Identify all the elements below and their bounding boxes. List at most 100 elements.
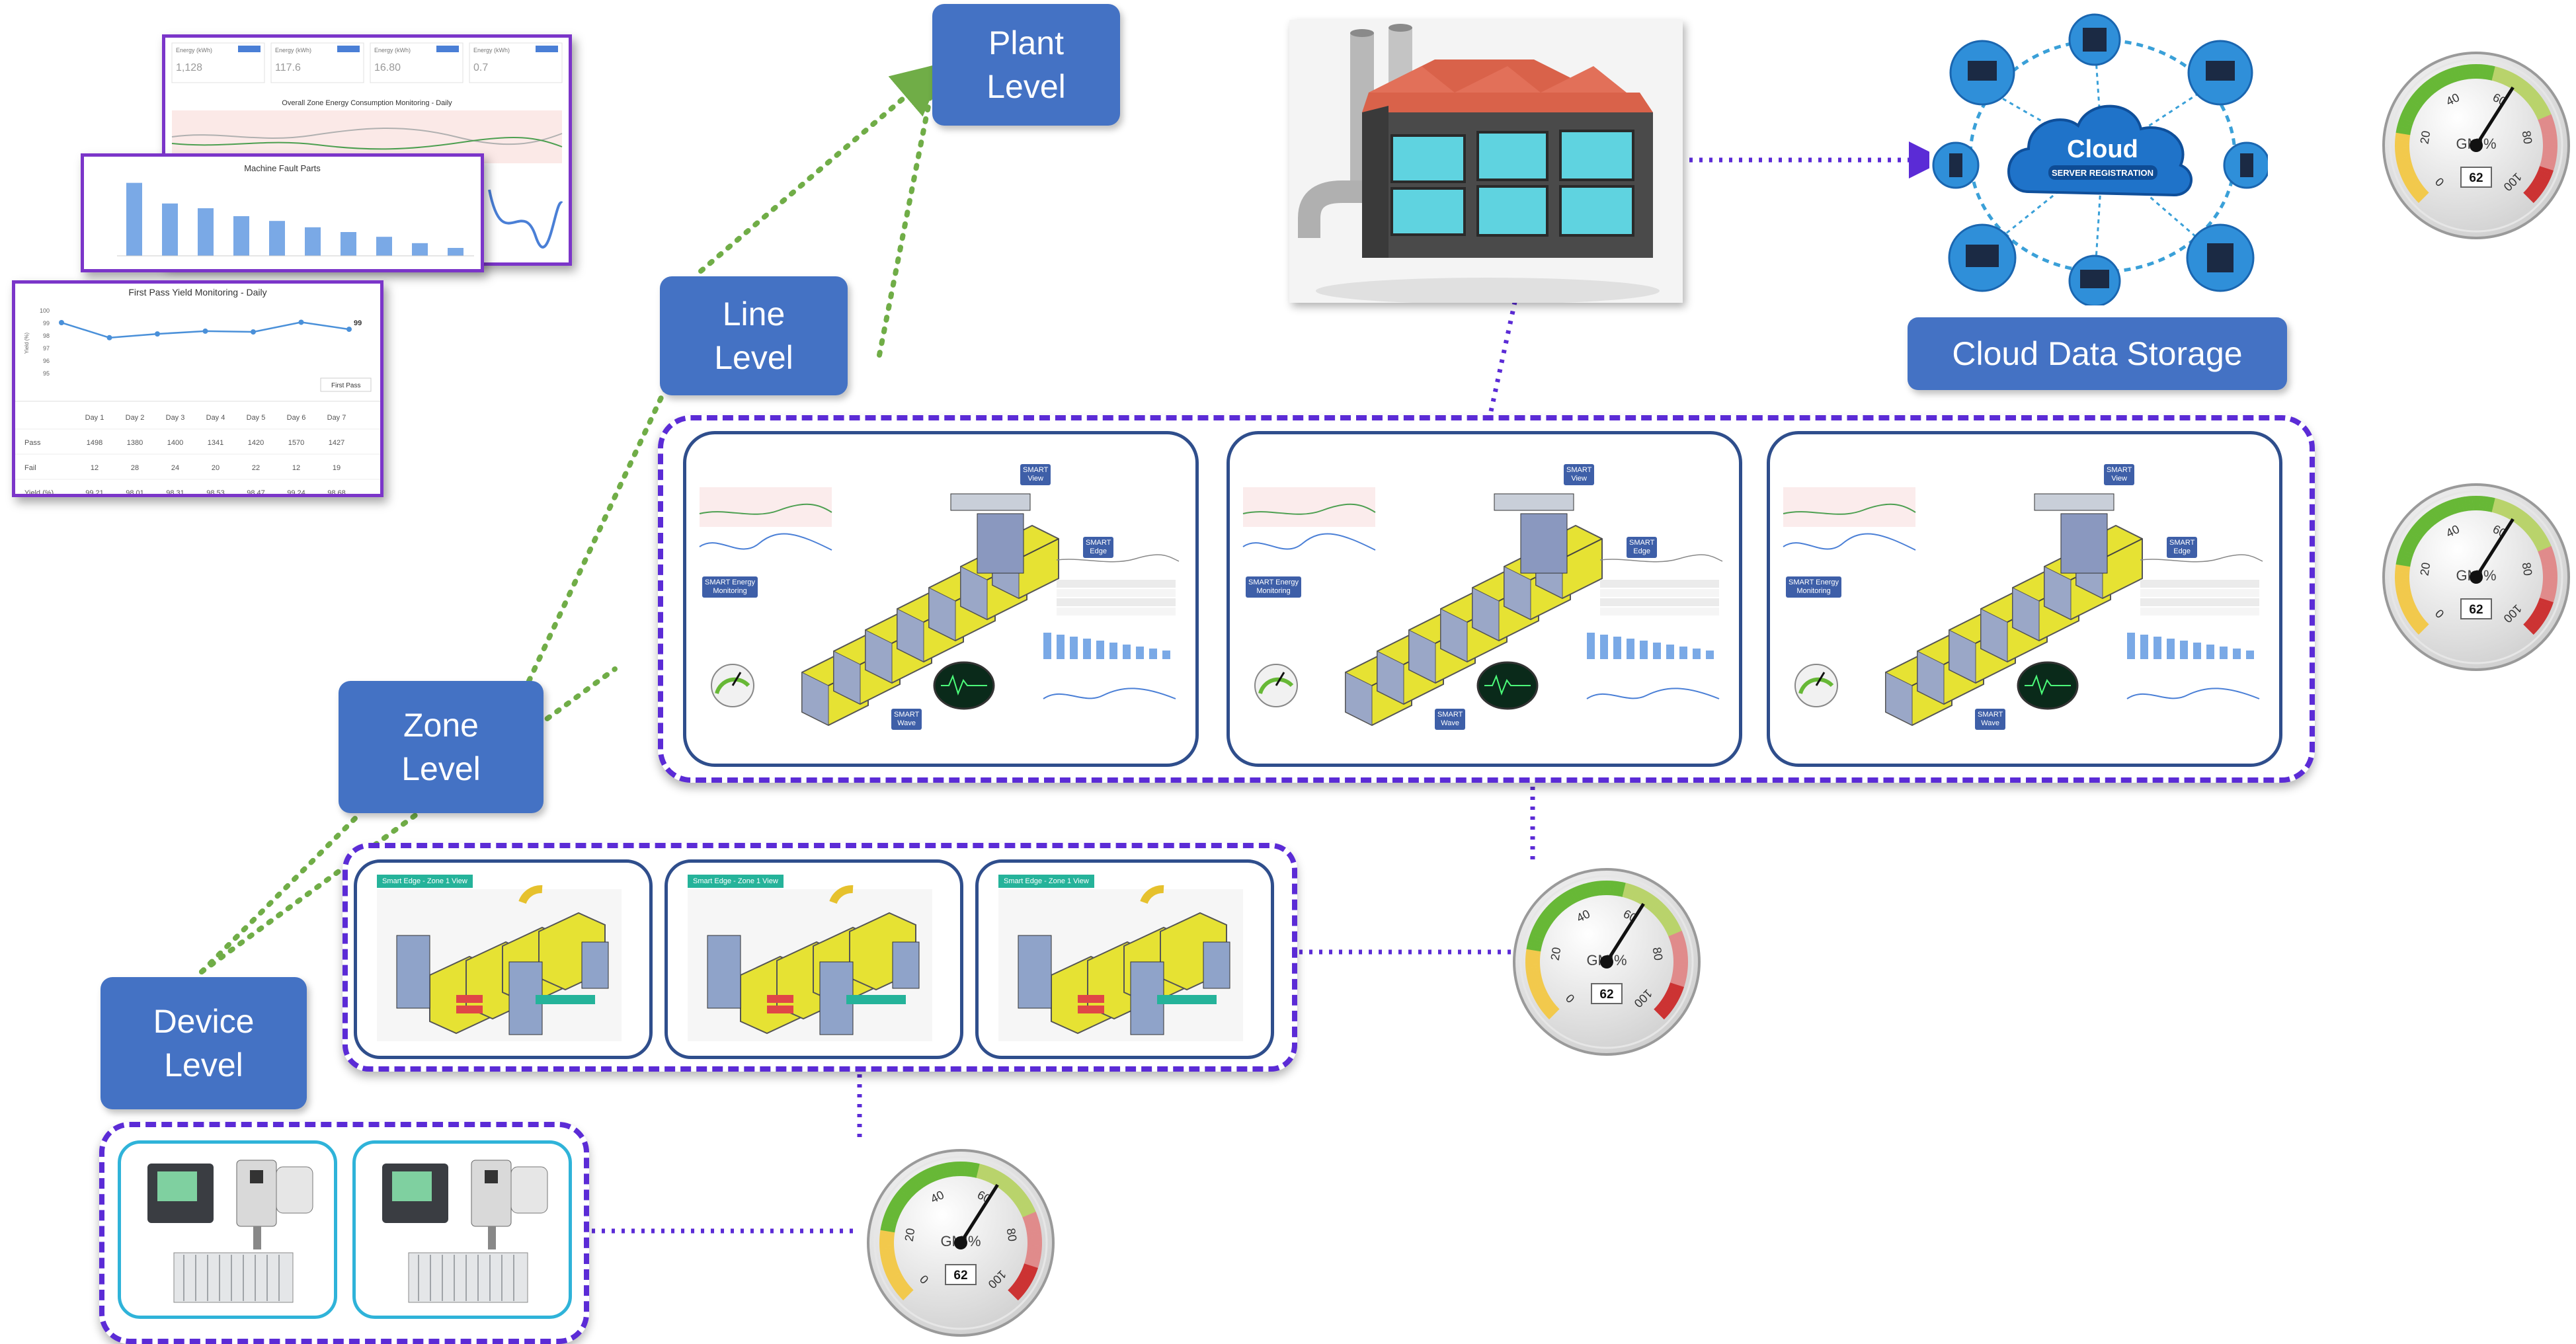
fpy-cell: 98.47 [247,489,265,494]
zone-view-tag: Smart Edge - Zone 1 View [998,875,1094,888]
fault-bar [412,243,428,256]
fpy-cell: 1380 [127,439,143,447]
gmi-gauge-line: 020406080100GMI%62 [2380,481,2572,673]
fpy-ytick: 96 [43,358,50,364]
fpy-title: First Pass Yield Monitoring - Daily [128,287,266,297]
zone-panel-2: Smart Edge - Zone 1 View [664,859,963,1059]
fpy-point [106,335,112,340]
gauge-value: 62 [2469,171,2483,185]
smart-wave-tag: SMART Wave [1975,709,2006,730]
energy-kpi-label: Energy (kWh) [374,47,411,54]
energy-dashboard-screenshot: Energy (kWh) 1,128 Energy (kWh) 117.6 Energy… [162,34,572,266]
gauge-needle [2474,86,2515,147]
fault-bar [126,182,142,256]
smart-energy-monitoring-tag: SMART Energy Monitoring [702,576,758,598]
fault-bar [448,248,463,256]
fpy-row-label: Fail [24,464,36,472]
fault-bar [341,232,356,256]
fpy-point [202,328,208,334]
gmi-gauge-device: 020406080100GMI%62 [865,1147,1057,1339]
fpy-point [251,329,256,335]
zone-panel-3: Smart Edge - Zone 1 View [975,859,1274,1059]
fpy-col-header: Day 2 [126,414,145,422]
gauge-tick-80: 80 [1004,1227,1020,1242]
device-panel-2 [352,1140,572,1319]
fpy-ytick: 100 [40,307,50,314]
gauge-tick-80: 80 [2520,130,2535,145]
fault-bar [305,227,321,256]
fpy-cell: 1341 [208,439,223,447]
fpy-point [155,331,160,337]
gmi-gauge-plant: 020406080100GMI%62 [2380,50,2572,241]
first-pass-yield-screenshot: First Pass Yield Monitoring - Daily Yiel… [12,280,383,497]
fpy-point [346,327,352,333]
gauge-tick-20: 20 [903,1227,918,1242]
fpy-cell: 1420 [248,439,264,447]
energy-kpi-label: Energy (kWh) [275,47,311,54]
fault-bar [376,237,392,256]
gmi-gauge-zone: 020406080100GMI%62 [1511,866,1703,1058]
machine-fault-title: Machine Fault Parts [244,163,321,173]
fpy-cell: 98.31 [166,489,184,494]
cloud-title: Cloud [2067,136,2138,163]
fpy-cell: 1400 [167,439,183,447]
fpy-cell: 98.01 [126,489,144,494]
green-dash-zone-line [526,381,670,684]
energy-dashboard-title: Overall Zone Energy Consumption Monitori… [282,99,452,107]
fpy-point [298,319,304,325]
smart-edge-tag: SMART Edge [1627,537,1658,558]
fpy-cell: 22 [252,464,260,472]
line-level-box: Line Level [660,276,848,395]
device-panel-1 [118,1140,337,1319]
fpy-cell: 12 [91,464,99,472]
gauge-value: 62 [2469,603,2483,617]
energy-kpi-value: 1,128 [176,62,202,73]
fpy-col-header: Day 1 [85,414,104,422]
smart-energy-monitoring-tag: SMART Energy Monitoring [1786,576,1842,598]
gauge-needle [2474,518,2515,578]
gauge-tick-80: 80 [2520,561,2535,576]
cloud-data-storage-label: Cloud Data Storage [1908,317,2287,390]
energy-kpi-label: Energy (kWh) [473,47,510,54]
gauge-tick-20: 20 [1549,946,1564,961]
fpy-ytick: 97 [43,345,50,352]
smart-view-tag: SMART View [2104,464,2135,485]
green-dash-line-plant [698,62,946,274]
smart-energy-monitoring-tag: SMART Energy Monitoring [1246,576,1302,598]
fpy-cell: 1427 [329,439,344,447]
fpy-cell: 98.68 [327,489,346,494]
fpy-col-header: Day 6 [287,414,306,422]
smart-wave-tag: SMART Wave [891,709,922,730]
zone-view-tag: Smart Edge - Zone 1 View [377,875,473,888]
fpy-cell: 1498 [87,439,102,447]
fpy-cell: 24 [171,464,179,472]
gauge-tick-20: 20 [2418,130,2433,145]
fpy-ylabel: Yield (%) [24,333,30,354]
fpy-cell: 28 [131,464,139,472]
machine-fault-screenshot: Machine Fault Parts [81,153,484,272]
fpy-cell: 98.53 [206,489,225,494]
fault-bar [198,208,214,256]
energy-kpi-value: 16.80 [374,62,401,73]
fault-bar [269,221,285,256]
fpy-cell: 1570 [288,439,304,447]
fpy-row-label: Yield (%) [24,489,54,494]
green-dash-device-zone [199,810,363,974]
zone-level-box: Zone Level [339,681,543,813]
fpy-end-label: 99 [354,319,362,327]
gauge-tick-80: 80 [1650,946,1666,961]
device-level-box: Device Level [101,977,307,1109]
cloud-network-image: Cloud SERVER REGISTRATION [1929,7,2271,307]
smart-view-tag: SMART View [1020,464,1051,485]
energy-kpi-value: 117.6 [275,62,301,73]
fpy-ytick: 98 [43,333,50,339]
fpy-col-header: Day 4 [206,414,225,422]
fpy-ytick: 99 [43,320,50,327]
plant-building-image [1289,20,1683,304]
gauge-value: 62 [953,1269,967,1283]
plant-level-box: Plant Level [932,4,1120,126]
fpy-legend: First Pass [331,382,360,389]
fault-bar [233,216,249,256]
